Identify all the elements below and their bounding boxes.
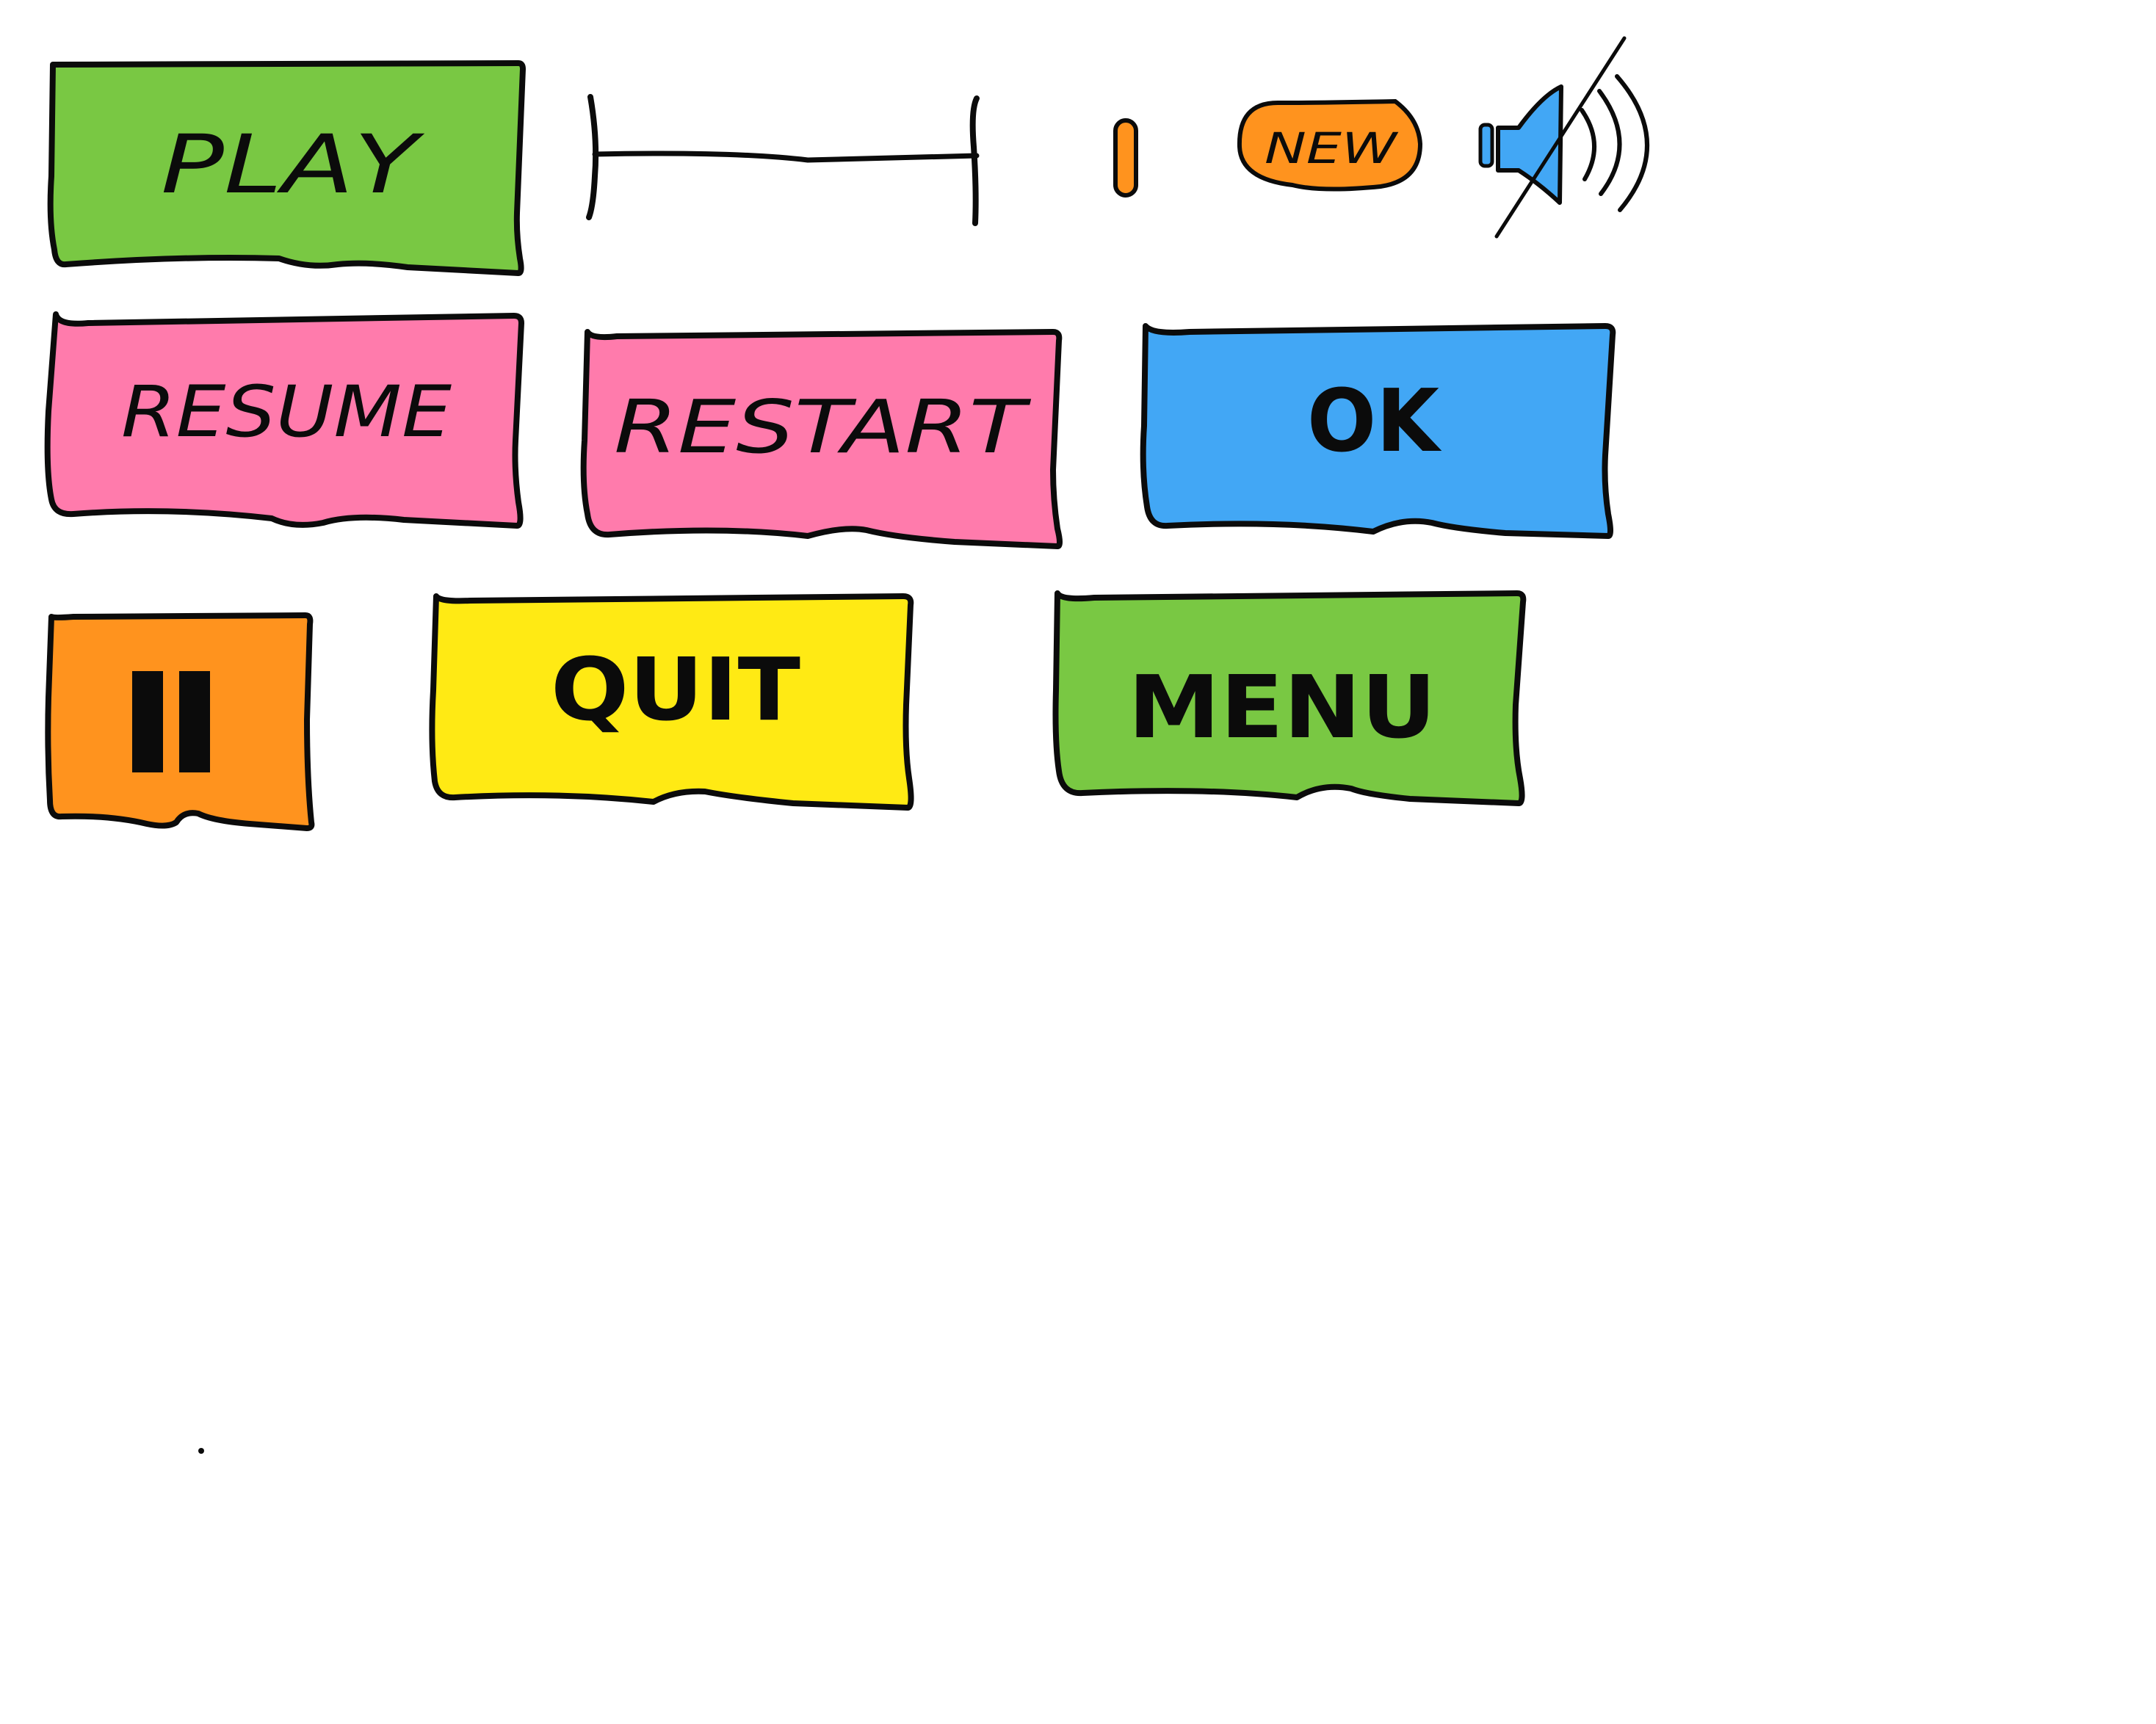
play-button[interactable]: PLAY <box>47 60 526 276</box>
sound-wave-2 <box>1597 89 1622 196</box>
pause-icon <box>132 671 210 772</box>
menu-button[interactable]: MENU <box>1052 590 1527 806</box>
speaker-cone <box>1496 84 1563 205</box>
menu-button-label: MENU <box>1128 656 1436 758</box>
new-badge-shape <box>1237 98 1423 192</box>
slider[interactable] <box>586 94 980 226</box>
restart-button-shape <box>580 329 1063 549</box>
slider-handle[interactable] <box>1113 118 1138 198</box>
stray-dot <box>198 1448 204 1454</box>
menu-button-shape <box>1052 590 1527 806</box>
restart-button-label: RESTART <box>614 384 1032 470</box>
new-badge-label: NEW <box>1265 123 1399 173</box>
resume-button[interactable]: RESUME <box>44 311 524 529</box>
speaker-muted-icon[interactable] <box>1478 36 1649 239</box>
slider-track <box>592 151 980 163</box>
slider-left-cap <box>586 94 599 220</box>
new-badge: NEW <box>1237 98 1423 192</box>
ok-button[interactable]: OK <box>1140 323 1616 539</box>
restart-button[interactable]: RESTART <box>580 329 1063 549</box>
sound-wave-1 <box>1580 108 1597 181</box>
pause-bar-left <box>132 671 163 772</box>
speaker-base <box>1478 123 1494 168</box>
quit-button[interactable]: QUIT <box>429 593 914 811</box>
ok-button-shape <box>1140 323 1616 539</box>
ok-button-label: OK <box>1307 370 1442 471</box>
play-button-shape <box>47 60 526 276</box>
slider-right-cap <box>969 95 980 226</box>
mute-slash <box>1494 36 1627 239</box>
play-button-label: PLAY <box>161 117 425 211</box>
pause-bar-right <box>179 671 210 772</box>
quit-button-shape <box>429 593 914 811</box>
quit-button-label: QUIT <box>551 639 800 740</box>
resume-button-shape <box>44 311 524 529</box>
resume-button-label: RESUME <box>121 371 452 453</box>
pause-button[interactable] <box>45 612 315 831</box>
sound-wave-3 <box>1615 74 1649 212</box>
